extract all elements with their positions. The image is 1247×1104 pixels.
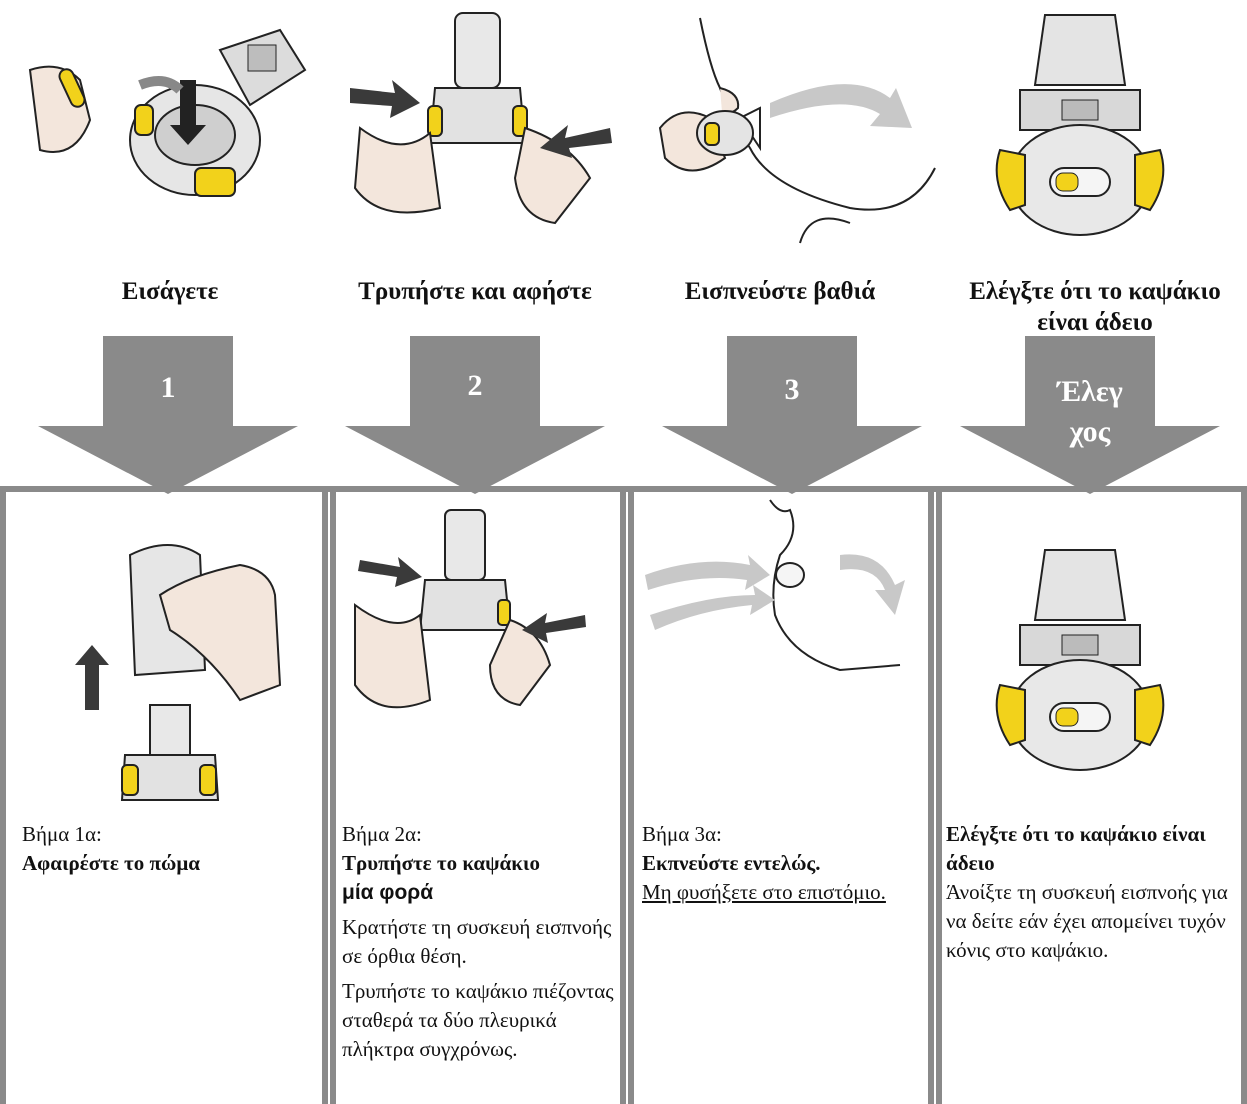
pierce-buttons-illustration bbox=[350, 12, 612, 225]
panel-1-heading: Αφαιρέστε το πώμα bbox=[22, 851, 200, 875]
step-number-4-line2: χος bbox=[1069, 415, 1111, 448]
step-number-4-line1: Έλεγ bbox=[1057, 375, 1123, 408]
inhale-illustration bbox=[658, 17, 936, 244]
inhaler-open-illustration bbox=[995, 549, 1165, 771]
pierce-once-illustration bbox=[354, 509, 586, 709]
step-number-3: 3 bbox=[784, 373, 800, 406]
panel-2-text-2: Τρυπήστε το καψάκιο πιέζοντας σταθερά τα… bbox=[342, 979, 614, 1061]
down-arrow-2-icon bbox=[345, 336, 605, 494]
panel-divider-7 bbox=[1241, 486, 1247, 1104]
panel-2-text-1: Κρατήστε τη συσκευή εισπνοής σε όρθια θέ… bbox=[342, 915, 612, 968]
panel-divider-0 bbox=[0, 486, 6, 1104]
down-arrow-3-icon bbox=[662, 336, 922, 494]
step-number-2: 2 bbox=[467, 369, 483, 402]
panel-divider-5 bbox=[928, 486, 934, 1104]
panel-divider-1 bbox=[322, 486, 328, 1104]
panel-3-heading: Εκπνεύστε εντελώς. bbox=[642, 851, 821, 875]
panel-4-text-1: Άνοίξτε τη συσκευή εισπνοής για να δείτε… bbox=[946, 880, 1228, 962]
panel-divider-6 bbox=[936, 486, 942, 1104]
panel-divider-3 bbox=[620, 486, 626, 1104]
step-number-1: 1 bbox=[160, 371, 176, 404]
panel-4-heading: Ελέγξτε ότι το καψάκιο είναι άδειο bbox=[946, 822, 1206, 875]
panel-divider-2 bbox=[330, 486, 336, 1104]
capsule-insert-illustration bbox=[28, 28, 307, 197]
panel-4-text: Ελέγξτε ότι το καψάκιο είναι άδειο Άνοίξ… bbox=[946, 820, 1236, 965]
panel-divider-4 bbox=[628, 486, 634, 1104]
step-title-4: Ελέγξτε ότι το καψάκιο είναι άδειο bbox=[969, 278, 1221, 336]
panel-1-text: Βήμα 1α: Αφαιρέστε το πώμα bbox=[22, 820, 312, 878]
step-title-3: Εισπνεύστε βαθιά bbox=[684, 278, 876, 305]
panel-3-text: Βήμα 3α: Εκπνεύστε εντελώς. Μη φυσήξετε … bbox=[642, 820, 922, 907]
step-title-1: Εισάγετε bbox=[121, 278, 219, 305]
panel-2-heading: Τρυπήστε το καψάκιο bbox=[342, 851, 540, 875]
panel-3-underline-text: Μη φυσήξετε στο επιστόμιο. bbox=[642, 880, 886, 904]
cap-remove-illustration bbox=[75, 544, 282, 801]
exhale-illustration bbox=[645, 499, 905, 672]
panel-2-text: Βήμα 2α: Τρυπήστε το καψάκιο μία φορά Κρ… bbox=[342, 820, 620, 1064]
panel-3-step-label: Βήμα 3α: bbox=[642, 822, 722, 846]
panel-2-step-label: Βήμα 2α: bbox=[342, 822, 422, 846]
panel-2-heading-emph: μία φορά bbox=[342, 881, 434, 904]
step-title-2: Τρυπήστε και αφήστε bbox=[358, 278, 592, 305]
down-arrow-4-icon bbox=[960, 336, 1220, 494]
inhaler-check-illustration bbox=[995, 14, 1165, 236]
down-arrow-1-icon bbox=[38, 336, 298, 494]
panel-1-step-label: Βήμα 1α: bbox=[22, 822, 102, 846]
